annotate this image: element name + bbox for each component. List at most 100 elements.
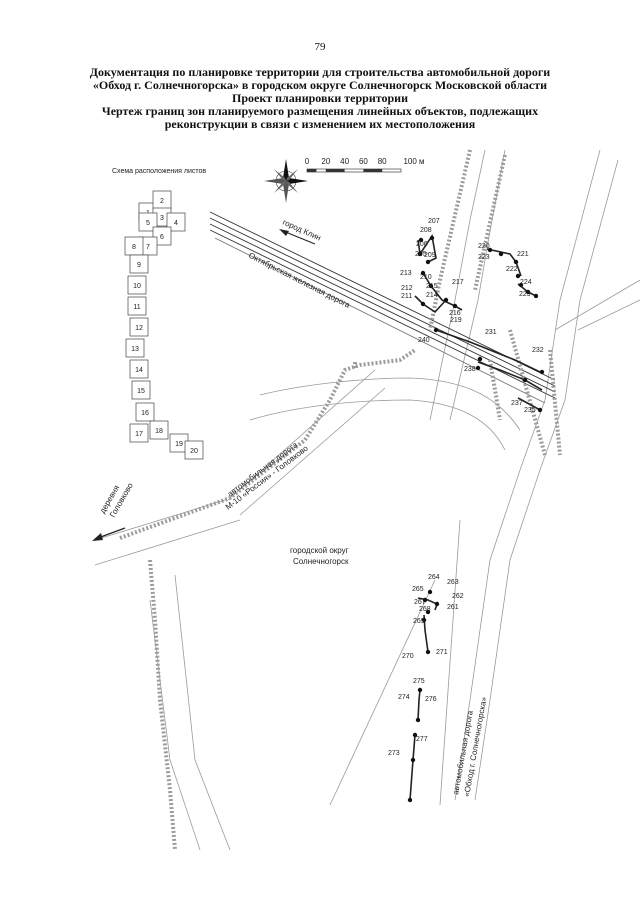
sheet-number: 5 [146, 220, 150, 227]
point-label: 261 [447, 604, 459, 611]
point-marker [518, 282, 524, 288]
sheet-number: 11 [133, 304, 140, 311]
point-label: 275 [413, 678, 425, 685]
point-marker [418, 237, 424, 243]
golovkovo-arrow-icon [92, 533, 103, 541]
point-label: 262 [452, 593, 464, 600]
point-label: 273 [388, 750, 400, 757]
point-marker [420, 301, 426, 307]
point-label: 271 [436, 649, 448, 656]
point-label: 270 [402, 653, 414, 660]
point-marker [417, 687, 423, 693]
point-marker [433, 327, 439, 333]
sheet-number: 6 [160, 234, 164, 241]
sheet-number: 16 [141, 410, 149, 417]
point-label: 267 [414, 599, 426, 606]
sheet-number: 17 [135, 431, 143, 438]
point-label: 232 [532, 347, 544, 354]
sheet-cell [129, 423, 149, 443]
point-label: 215 [426, 283, 438, 290]
klin-arrow-icon [279, 229, 289, 236]
sheet-scheme-title: Схема расположения листов [112, 168, 206, 175]
point-label: 231 [485, 329, 497, 336]
point-marker [422, 597, 428, 603]
point-marker [434, 601, 440, 607]
sheet-number: 12 [135, 325, 143, 332]
header-line-4: Чертеж границ зон планируемого размещени… [101, 104, 539, 118]
point-label: 274 [398, 694, 410, 701]
label-railway: Октябрьская железная дорога [247, 251, 352, 310]
label-m10-line1: автомобильная дорога [226, 440, 300, 499]
page-number: 79 [314, 41, 326, 53]
point-marker [539, 369, 545, 375]
point-label: 263 [447, 579, 459, 586]
point-marker [525, 289, 531, 295]
header-line-5: реконструкции в связи с изменением их ме… [164, 117, 476, 131]
sheet-cell [135, 402, 155, 422]
sheet-number: 14 [135, 367, 143, 374]
road-edges [94, 149, 640, 851]
header-line-1: Документация по планировке территории дл… [89, 65, 551, 79]
point-label: 240 [418, 337, 430, 344]
point-label: 207 [428, 218, 440, 225]
point-marker [415, 717, 421, 723]
sheet-number: 10 [133, 283, 141, 290]
sheet-cell [127, 275, 147, 295]
point-label: 264 [428, 574, 440, 581]
point-marker [425, 609, 431, 615]
header-line-3: Проект планировки территории [231, 91, 409, 105]
sheet-cell [152, 226, 172, 246]
point-label: 220 [478, 243, 490, 250]
point-label: 212 [401, 285, 413, 292]
point-marker [513, 259, 519, 265]
label-district-line1: городской округ [290, 546, 349, 555]
sheet-number: 15 [137, 388, 145, 395]
sheet-number: 8 [132, 244, 136, 251]
point-label: 213 [400, 270, 412, 277]
point-marker [427, 589, 433, 595]
planning-zone-boundaries [119, 149, 562, 851]
sheet-cell [166, 212, 186, 232]
point-label: 216 [449, 310, 461, 317]
sheet-cell [131, 380, 151, 400]
sheet-grid: 1234567891011121314151617181920 [124, 190, 204, 460]
sheet-number: 20 [190, 448, 198, 455]
point-label: 217 [452, 279, 464, 286]
sheet-number: 13 [131, 346, 139, 353]
sheet-cell [129, 254, 149, 274]
klin-direction-arrow [282, 230, 316, 245]
point-marker [477, 356, 483, 362]
point-marker [421, 617, 427, 623]
point-label: 214 [426, 292, 438, 299]
point-marker [475, 365, 481, 371]
point-marker [537, 407, 543, 413]
point-marker [425, 259, 431, 265]
scale-tick-80: 80 [378, 157, 387, 166]
sheet-cell [138, 212, 158, 232]
railway-tracks [209, 211, 556, 404]
sheet-number: 18 [155, 428, 163, 435]
sheet-cell [127, 296, 147, 316]
scale-tick-100: 100 м [403, 157, 424, 166]
document-header: Документация по планировке территории дл… [20, 66, 620, 131]
point-label: 224 [520, 279, 532, 286]
point-marker [429, 235, 435, 241]
sheet-cell [184, 440, 204, 460]
point-label: 229 [519, 291, 531, 298]
point-marker [412, 732, 418, 738]
sheet-number: 3 [160, 215, 164, 222]
point-label: 209 [424, 252, 436, 259]
point-marker [443, 297, 449, 303]
compass-rose-icon [264, 159, 308, 203]
label-district-line2: Солнечногорск [293, 557, 349, 566]
point-label: 208 [420, 227, 432, 234]
header-line-2: «Обход г. Солнечногорска» в городском ок… [92, 78, 548, 92]
point-label: 211 [401, 293, 412, 300]
scale-tick-20: 20 [321, 157, 330, 166]
point-label: 237 [511, 400, 523, 407]
point-label: 223 [478, 254, 490, 261]
point-label: 238 [464, 366, 476, 373]
sheet-cell [125, 338, 145, 358]
